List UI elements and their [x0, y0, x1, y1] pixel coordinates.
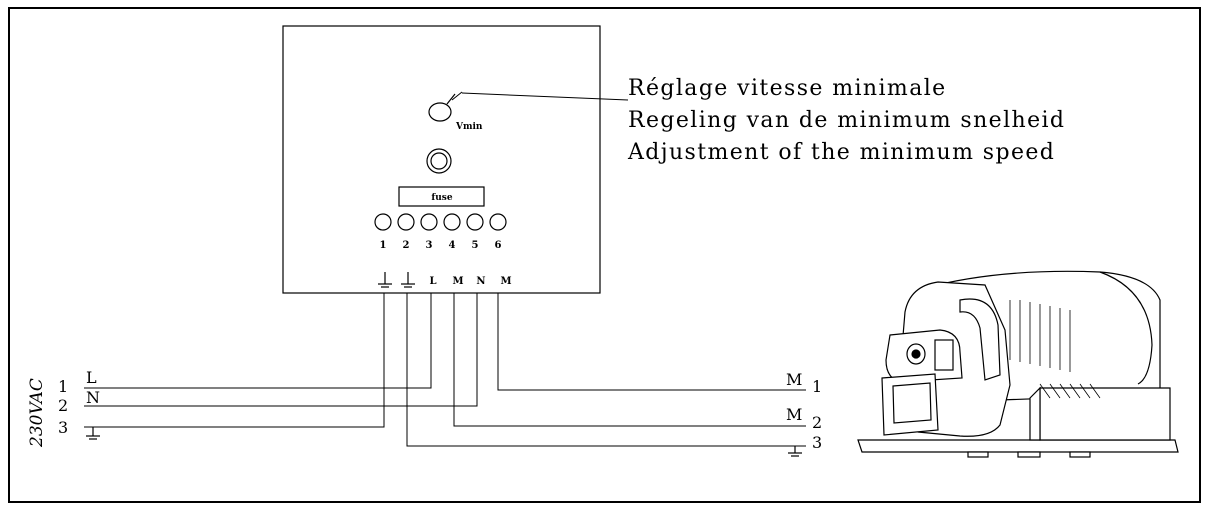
terminal-number: 2 — [403, 240, 410, 251]
vmin-knob-icon[interactable] — [428, 91, 463, 122]
ground-icon — [86, 427, 100, 440]
motor-line-number: 1 — [812, 377, 822, 396]
vmin-label: Vmin — [455, 122, 483, 132]
supply-line-number: 2 — [58, 396, 68, 415]
terminal-letter: L — [429, 276, 436, 287]
fuse-box — [398, 186, 485, 207]
terminal-number: 1 — [380, 240, 387, 251]
ground-icon — [378, 272, 392, 288]
indicator-knob-icon — [426, 148, 452, 174]
fuse-label: fuse — [431, 193, 452, 203]
ground-icon — [401, 272, 415, 288]
terminal-letter: M — [452, 276, 463, 287]
supply-voltage-label: 230VAC — [27, 378, 47, 448]
terminal-number: 4 — [449, 240, 456, 251]
supply-line-number: 3 — [58, 418, 68, 437]
supply-line-number: 1 — [58, 377, 68, 396]
outer-frame — [8, 7, 1201, 503]
wires — [84, 293, 806, 447]
terminal-circles — [374, 213, 507, 231]
ground-icon — [788, 446, 802, 457]
callout-dutch: Regeling van de minimum snelheid — [628, 108, 1065, 133]
supply-line-letter: L — [86, 368, 97, 387]
motor-line-letter: M — [786, 370, 802, 389]
terminal-number: 3 — [426, 240, 433, 251]
motor-line-letter: M — [786, 405, 802, 424]
callout-leader-line — [461, 92, 629, 101]
supply-line-letter: N — [86, 388, 100, 407]
terminal-number: 5 — [472, 240, 479, 251]
terminal-letter: M — [500, 276, 511, 287]
callout-french: Réglage vitesse minimale — [628, 76, 947, 101]
terminal-letter: N — [476, 276, 485, 287]
callout-english: Adjustment of the minimum speed — [627, 140, 1055, 165]
fan-motor-icon — [857, 270, 1179, 458]
motor-line-number: 2 — [812, 413, 822, 432]
terminal-number: 6 — [495, 240, 502, 251]
motor-line-number: 3 — [812, 433, 822, 452]
